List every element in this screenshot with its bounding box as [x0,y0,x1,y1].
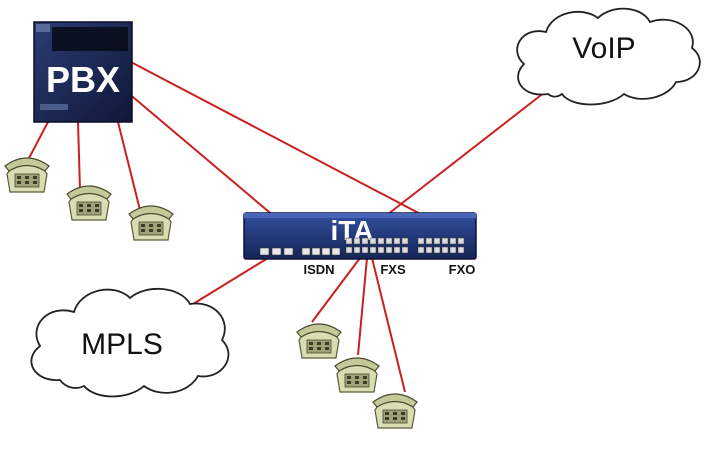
phone-icon [128,205,174,241]
link-fxs-phone-2 [357,257,368,356]
fxs-ports [345,237,409,254]
management-ports [259,247,294,256]
phone-icon [334,357,380,393]
ita-node: iTA ISDN [243,212,477,277]
cloud-icon [30,287,230,398]
isdn-port-label: ISDN [303,262,334,277]
voip-label: VoIP [572,32,635,65]
mpls-cloud: MPLS [30,287,230,398]
link-pbx-phone-1 [27,121,49,161]
fxs-phones [296,323,418,429]
link-pbx-fxo [126,59,471,241]
fxo-port-label: FXO [449,262,476,277]
pbx-node: PBX [33,21,133,123]
phone-icon [4,157,50,193]
phone-icon [296,323,342,359]
fxo-ports [417,237,465,254]
phone-icon [66,185,112,221]
link-fxs-phone-3 [371,257,406,393]
links [27,59,546,393]
link-ita-voip [382,91,546,219]
link-fxs-phone-1 [311,257,361,323]
voip-cloud: VoIP [516,7,701,106]
fxs-port-label: FXS [380,262,406,277]
pbx-label: PBX [46,59,120,100]
link-pbx-phone-3 [117,121,141,211]
cloud-icon [516,7,701,106]
phone-icon [372,393,418,429]
link-pbx-phone-2 [77,121,81,191]
pbx-phones [4,157,174,241]
isdn-ports [301,247,341,256]
mpls-label: MPLS [81,328,163,361]
